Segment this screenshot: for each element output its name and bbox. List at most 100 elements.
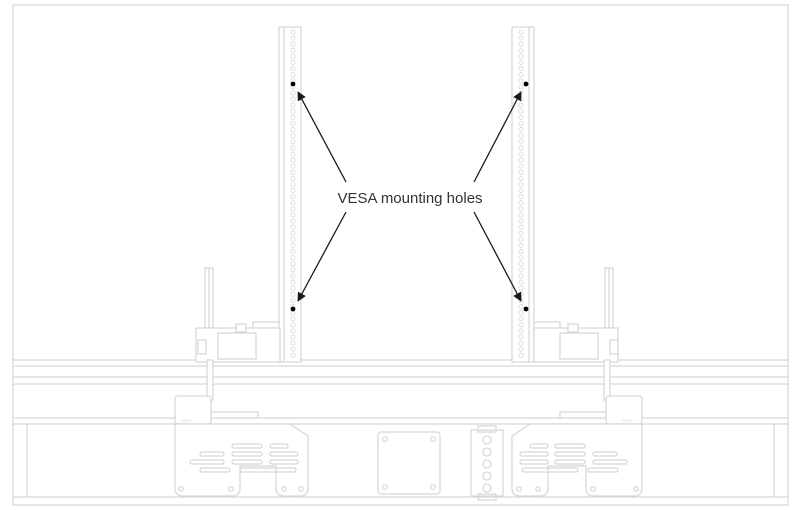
- strap-hole: [290, 218, 296, 224]
- strap-hole: [290, 249, 296, 255]
- strap-hole: [518, 285, 524, 291]
- arrow-to-bottom-right-hole: [473, 211, 522, 302]
- frame-border: [12, 4, 789, 506]
- strap-hole: [518, 78, 524, 84]
- strap-hole: [290, 181, 296, 188]
- strap-hole: [290, 127, 296, 133]
- strap-hole: [290, 102, 296, 108]
- strap-hole: [290, 255, 296, 261]
- strap-hole: [518, 218, 524, 224]
- strap-hole: [518, 334, 524, 340]
- strap-hole: [518, 47, 524, 53]
- strap-hole: [290, 230, 296, 236]
- strap-hole: [290, 90, 296, 96]
- strap-hole: [518, 236, 524, 242]
- strap-hole: [518, 242, 524, 249]
- strap-hole: [290, 41, 296, 47]
- arrow-to-bottom-left-hole: [297, 211, 347, 302]
- strap-hole: [290, 346, 296, 352]
- strap-hole: [518, 127, 524, 133]
- strap-hole: [290, 334, 296, 340]
- strap-hole: [518, 35, 524, 41]
- left-vesa-strap: [252, 26, 302, 363]
- strap-hole: [290, 120, 296, 127]
- strap-hole: [290, 291, 296, 297]
- strap-hole: [518, 72, 524, 78]
- strap-hole: [290, 175, 296, 181]
- strap-hole: [290, 114, 296, 120]
- left-clamp-marking: DEEP: [181, 418, 192, 423]
- strap-hole: [290, 157, 296, 163]
- strap-hole: [518, 310, 524, 316]
- strap-hole: [518, 188, 524, 194]
- strap-hole: [518, 255, 524, 261]
- strap-hole: [290, 169, 296, 175]
- strap-hole: [290, 194, 296, 200]
- strap-hole: [290, 273, 296, 279]
- strap-hole: [290, 59, 296, 66]
- strap-hole: [290, 96, 296, 102]
- strap-hole: [290, 108, 296, 114]
- strap-hole: [518, 230, 524, 236]
- strap-hole: [290, 267, 296, 273]
- strap-hole: [290, 297, 296, 303]
- strap-hole: [518, 29, 524, 35]
- right-bracket-plate: [511, 423, 643, 497]
- strap-hole: [290, 340, 296, 346]
- strap-hole: [518, 200, 524, 206]
- strap-hole: [290, 285, 296, 291]
- strap-hole: [290, 151, 296, 157]
- strap-hole: [290, 206, 296, 212]
- strap-hole: [290, 163, 296, 169]
- callout-label: VESA mounting holes: [337, 190, 482, 207]
- strap-hole: [290, 224, 296, 230]
- strap-hole: [290, 322, 296, 328]
- horizontal-rail: [13, 359, 788, 498]
- strap-hole: [518, 303, 524, 310]
- strap-hole: [518, 328, 524, 334]
- strap-hole: [290, 29, 296, 35]
- strap-hole: [518, 194, 524, 200]
- strap-hole: [518, 145, 524, 151]
- strap-hole: [518, 84, 524, 90]
- strap-hole: [290, 139, 296, 145]
- center-connector-block: [470, 425, 504, 501]
- strap-hole: [518, 120, 524, 127]
- vesa-hole-top-left: [290, 81, 296, 87]
- strap-hole: [290, 188, 296, 194]
- strap-hole: [518, 346, 524, 352]
- right-clamp-marking: DEEP: [622, 418, 633, 423]
- right-clamp-assembly: DEEP: [533, 267, 643, 425]
- strap-hole: [290, 47, 296, 53]
- strap-hole: [518, 322, 524, 328]
- strap-hole: [518, 169, 524, 175]
- right-vesa-strap: [511, 26, 561, 363]
- vesa-hole-bottom-left: [290, 306, 296, 312]
- strap-hole: [518, 249, 524, 255]
- strap-hole: [290, 53, 296, 59]
- strap-hole: [518, 212, 524, 218]
- left-bracket-plate: [174, 423, 309, 497]
- strap-hole: [290, 133, 296, 139]
- strap-hole: [518, 224, 524, 230]
- strap-hole: [518, 102, 524, 108]
- strap-hole: [518, 261, 524, 267]
- strap-hole: [518, 316, 524, 322]
- arrow-to-top-left-hole: [297, 91, 347, 183]
- strap-hole: [518, 279, 524, 285]
- strap-hole: [290, 72, 296, 78]
- strap-hole: [518, 273, 524, 279]
- strap-hole: [518, 114, 524, 120]
- left-clamp-assembly: DEEP: [174, 267, 281, 425]
- vesa-hole-bottom-right: [523, 306, 529, 312]
- strap-hole: [518, 206, 524, 212]
- strap-hole: [518, 163, 524, 169]
- strap-hole: [290, 35, 296, 41]
- strap-hole: [290, 316, 296, 322]
- arrow-to-top-right-hole: [473, 91, 522, 183]
- vesa-hole-top-right: [523, 81, 529, 87]
- strap-hole: [290, 279, 296, 285]
- strap-hole: [518, 66, 524, 72]
- strap-hole: [290, 328, 296, 334]
